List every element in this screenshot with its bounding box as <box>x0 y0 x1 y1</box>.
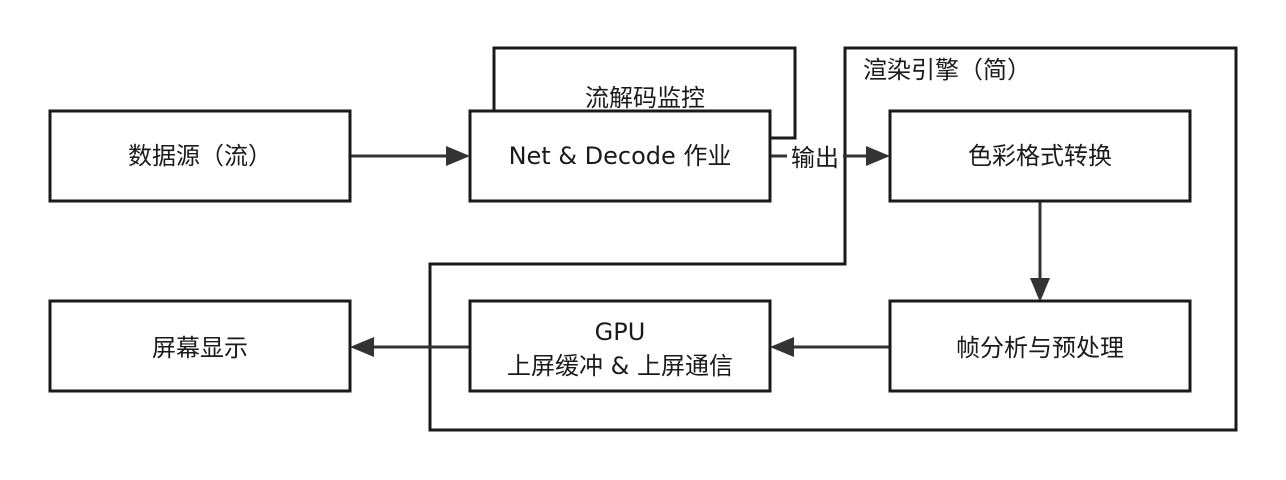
node-frame-analysis-label: 帧分析与预处理 <box>956 334 1124 362</box>
node-data-source-label: 数据源（流） <box>128 142 272 170</box>
arrowhead-decode-to-convert <box>866 146 890 166</box>
node-screen-display-label: 屏幕显示 <box>152 334 248 362</box>
arrowhead-gpu-to-display <box>350 337 374 357</box>
stream-decode-monitor-label: 流解码监控 <box>585 84 705 112</box>
node-gpu[interactable]: GPU 上屏缓冲 & 上屏通信 <box>468 299 772 393</box>
node-color-conversion-label: 色彩格式转换 <box>968 142 1112 170</box>
node-screen-display[interactable]: 屏幕显示 <box>48 299 352 393</box>
arrowhead-convert-to-analyze <box>1030 278 1050 302</box>
render-engine-group-outline <box>428 46 1238 432</box>
node-gpu-label-line2: 上屏缓冲 & 上屏通信 <box>507 352 733 380</box>
arrowhead-source-to-decode <box>446 146 470 166</box>
edge-output-label: 输出 <box>791 144 839 172</box>
stream-decode-monitor-outline <box>492 46 797 140</box>
node-net-decode[interactable]: Net & Decode 作业 <box>468 109 772 203</box>
node-gpu-label-line1: GPU <box>595 318 646 346</box>
node-color-conversion[interactable]: 色彩格式转换 <box>888 109 1192 203</box>
node-data-source[interactable]: 数据源（流） <box>48 109 352 203</box>
arrowhead-analyze-to-gpu <box>770 337 794 357</box>
node-net-decode-label: Net & Decode 作业 <box>509 142 732 170</box>
edge-output-label-bg <box>787 140 843 172</box>
node-frame-analysis[interactable]: 帧分析与预处理 <box>888 299 1192 393</box>
render-engine-group-label: 渲染引擎（简） <box>863 56 1031 84</box>
